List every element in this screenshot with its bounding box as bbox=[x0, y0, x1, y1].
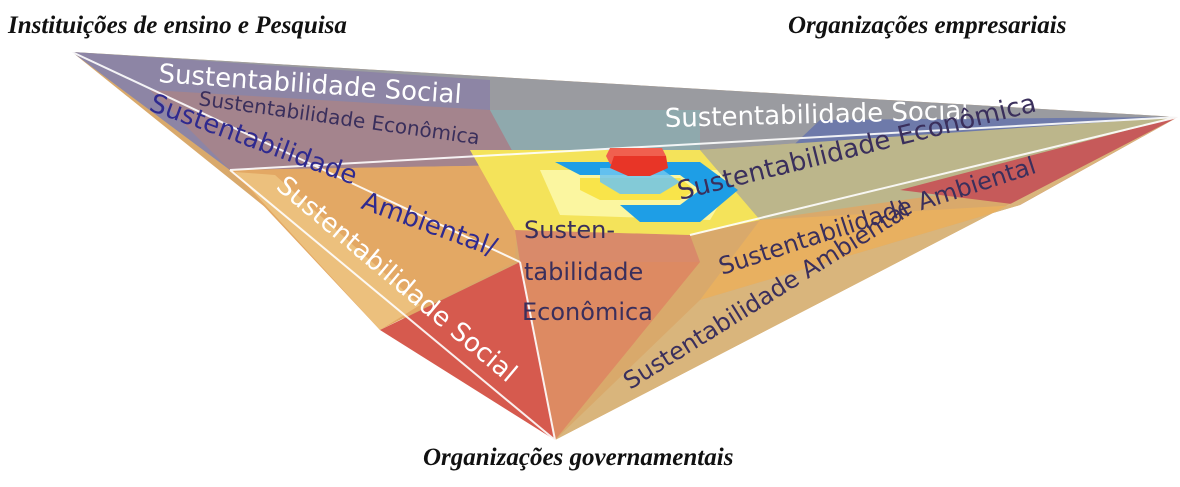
mauve-region bbox=[150, 90, 520, 170]
government-label: Organizações governamentais bbox=[423, 444, 734, 471]
institutions-label: Instituições de ensino e Pesquisa bbox=[8, 12, 347, 39]
salmon-mid-region bbox=[515, 230, 700, 262]
core-blue-shape bbox=[555, 162, 738, 222]
core-red-shape bbox=[606, 148, 668, 176]
label-center-line1: Susten- bbox=[524, 216, 615, 244]
left-red-region bbox=[380, 262, 555, 440]
divider-lines bbox=[71, 51, 1179, 441]
right-olive-region bbox=[700, 117, 1178, 220]
right-red-region bbox=[900, 117, 1178, 205]
salmon-region bbox=[520, 262, 700, 440]
label-center-line2: tabilidade bbox=[524, 258, 643, 286]
label-center-line3: Econômica bbox=[522, 298, 653, 326]
companies-label: Organizações empresariais bbox=[788, 12, 1067, 39]
right-tan-region bbox=[555, 117, 1178, 440]
